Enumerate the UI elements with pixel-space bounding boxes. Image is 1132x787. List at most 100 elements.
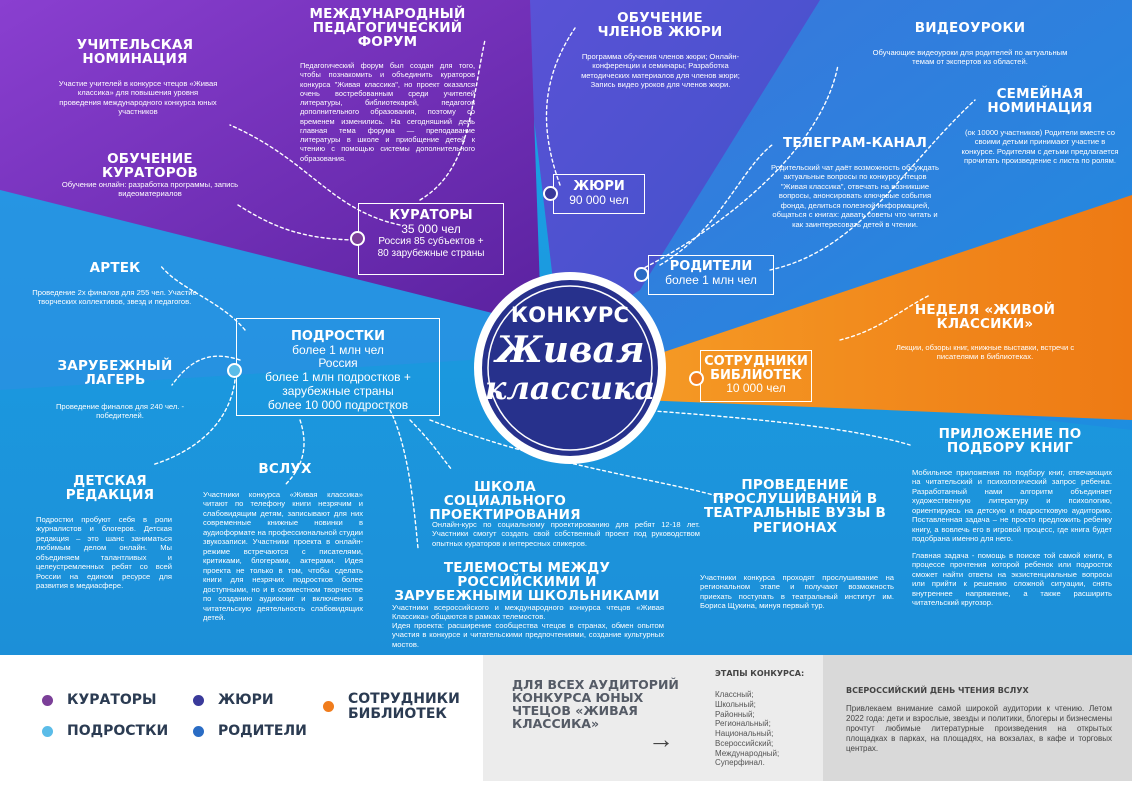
roditeli-title: РОДИТЕЛИ [669,259,753,274]
uchitelskaya-text: Участие учителей в конкурсе чтецов «Жива… [58,79,218,117]
legend-dot-zhyuri [193,694,204,706]
lager-text: Проведение финалов для 240 чел. - победи… [55,402,185,421]
vslukh-block: ВСЛУХ [250,462,320,476]
legend-item-kuratory: КУРАТОРЫ [42,693,157,708]
obuchenie-zhyuri-text: Программа обучения членов жюри; Онлайн-к… [581,52,740,90]
forum-text: Педагогический форум был создан для того… [300,61,475,163]
legend-dot-kuratory [42,694,53,706]
podrostki-line1: более 1 млн чел [292,342,384,357]
roditeli-marker [634,267,649,282]
proslushivaniya-title: ПРОВЕДЕНИЕ ПРОСЛУШИВАНИЙ В ТЕАТРАЛЬНЫЕ В… [703,477,886,536]
zhyuri-line1: 90 000 чел [569,192,629,207]
bottom-right-text: Привлекаем внимание самой широкой аудито… [846,704,1112,753]
telegram-block: ТЕЛЕГРАМ-КАНАЛ [780,136,930,150]
prilozhenie-text2: Главная задача - помощь в поиске той сам… [912,551,1112,608]
podrostki-line2: Россия [318,356,358,371]
sotrudniki-line1: 10 000 чел [726,381,786,396]
artek-block: АРТЕК [70,261,160,275]
lager-title: ЗАРУБЕЖНЫЙ ЛАГЕРЬ [57,358,173,389]
stages-list: Классный; Школьный; Районный; Региональн… [715,690,779,768]
telemosty-block: ТЕЛЕМОСТЫ МЕЖДУ РОССИЙСКИМИ И ЗАРУБЕЖНЫМ… [392,561,662,604]
segment-purple [0,0,540,315]
semeynaya-block: СЕМЕЙНАЯ НОМИНАЦИЯ [970,86,1110,117]
legend-label-roditeli: РОДИТЕЛИ [218,723,307,739]
bottom-right-title: ВСЕРОССИЙСКИЙ ДЕНЬ ЧТЕНИЯ ВСЛУХ [846,686,1029,695]
podrostki-line4: зарубежные страны [282,384,394,399]
videouroki-title: ВИДЕОУРОКИ [914,20,1026,36]
segment-orange [640,195,1132,420]
forum-title: МЕЖДУНАРОДНЫЙ ПЕДАГОГИЧЕСКИЙ ФОРУМ [309,6,466,51]
podrostki-box: ПОДРОСТКИ более 1 млн чел Россия более 1… [236,318,440,416]
zhyuri-box: ЖЮРИ 90 000 чел [553,174,645,214]
legend-item-podrostki: ПОДРОСТКИ [42,724,168,739]
shkola-block: ШКОЛА СОЦИАЛЬНОГО ПРОЕКТИРОВАНИЯ [420,480,590,523]
sotrudniki-box: СОТРУДНИКИ БИБЛИОТЕК 10 000 чел [700,350,812,402]
kuratory-line2: Россия 85 субъектов + [378,236,484,248]
semeynaya-title: СЕМЕЙНАЯ НОМИНАЦИЯ [987,86,1093,117]
lager-block: ЗАРУБЕЖНЫЙ ЛАГЕРЬ [50,358,180,389]
redaktsiya-text: Подростки пробуют себя в роли журналисто… [36,515,172,591]
segment-lightblue-left [0,190,500,390]
vslukh-text: Участники конкурса «Живая классика» чита… [203,490,363,623]
zhyuri-marker [543,186,558,201]
legend-label-kuratory: КУРАТОРЫ [67,692,157,708]
telemosty-title: ТЕЛЕМОСТЫ МЕЖДУ РОССИЙСКИМИ И ЗАРУБЕЖНЫМ… [394,560,660,605]
kuratory-line3: 80 зарубежные страны [377,247,485,259]
stage-item: Международный; [715,748,780,758]
legend-item-zhyuri: ЖЮРИ [193,693,274,708]
bottom-band [0,655,1132,787]
sotrudniki-title: СОТРУДНИКИ БИБЛИОТЕК [704,354,808,383]
legend-item-sotrudniki: СОТРУДНИКИ БИБЛИОТЕК [323,692,460,721]
stage-item: Районный; [715,709,755,719]
bottom-mid-title: ДЛЯ ВСЕХ АУДИТОРИЙ КОНКУРСА ЮНЫХ ЧТЕЦОВ … [512,677,679,732]
uchitelskaya-title: УЧИТЕЛЬСКАЯ НОМИНАЦИЯ [76,37,194,68]
telemosty-text1: Участники всероссийского и международног… [392,603,664,622]
center-script-2: классика [484,369,656,408]
segment-indigo [520,0,820,340]
redaktsiya-title: ДЕТСКАЯ РЕДАКЦИЯ [65,473,155,504]
shkola-text: Онлайн-курс по социальному проектировани… [432,520,700,548]
zhyuri-title: ЖЮРИ [573,179,625,194]
videouroki-text: Обучающие видеоуроки для родителей по ак… [872,48,1068,67]
artek-text: Проведение 2х финалов для 255 чел. Участ… [32,288,197,307]
forum-block: МЕЖДУНАРОДНЫЙ ПЕДАГОГИЧЕСКИЙ ФОРУМ [300,7,475,50]
podrostki-line3: более 1 млн подростков + [265,370,411,385]
stage-item: Классный; [715,690,754,699]
prilozhenie-text1: Мобильное приложения по подбору книг, от… [912,468,1112,544]
proslushivaniya-text: Участники конкурса проходят прослушивани… [700,573,894,611]
legend-item-roditeli: РОДИТЕЛИ [193,724,307,739]
arrow-right-icon: → [648,724,674,754]
kuratory-marker [350,231,365,246]
telegram-title: ТЕЛЕГРАМ-КАНАЛ [782,135,928,151]
obuchenie-zhyuri-title: ОБУЧЕНИЕ ЧЛЕНОВ ЖЮРИ [597,10,723,41]
stage-item: Всероссийский; [715,738,774,748]
roditeli-box: РОДИТЕЛИ более 1 млн чел [648,255,774,295]
proslushivaniya-block: ПРОВЕДЕНИЕ ПРОСЛУШИВАНИЙ В ТЕАТРАЛЬНЫЕ В… [700,478,890,535]
obuchenie-zhyuri-block: ОБУЧЕНИЕ ЧЛЕНОВ ЖЮРИ [590,10,730,41]
nedelya-block: НЕДЕЛЯ «ЖИВОЙ КЛАССИКИ» [910,302,1060,333]
shkola-title: ШКОЛА СОЦИАЛЬНОГО ПРОЕКТИРОВАНИЯ [429,479,581,524]
prilozhenie-block: ПРИЛОЖЕНИЕ ПО ПОДБОРУ КНИГ [930,426,1090,457]
uchitelskaya-block: УЧИТЕЛЬСКАЯ НОМИНАЦИЯ [60,37,210,68]
center-badge [474,272,666,464]
telemosty-text2: Идея проекта: расширение сообщества чтец… [392,621,664,649]
stage-item: Региональный; [715,719,771,729]
stage-item: Национальный; [715,729,774,738]
sotrudniki-marker [689,371,704,386]
stage-item: Школьный; [715,699,756,709]
prilozhenie-title: ПРИЛОЖЕНИЕ ПО ПОДБОРУ КНИГ [938,426,1082,457]
legend-label-sotrudniki: СОТРУДНИКИ БИБЛИОТЕК [348,691,460,722]
kuratory-title: КУРАТОРЫ [389,208,473,223]
stage-item: Суперфинал. [715,758,765,768]
legend-dot-roditeli [193,725,204,737]
semeynaya-text: (ок 10000 участников) Родители вместе со… [961,128,1119,166]
kuratory-box: КУРАТОРЫ 35 000 чел Россия 85 субъектов … [358,203,504,275]
kuratory-line1: 35 000 чел [401,221,461,236]
nedelya-title: НЕДЕЛЯ «ЖИВОЙ КЛАССИКИ» [914,302,1056,333]
stages-title: ЭТАПЫ КОНКУРСА: [715,669,805,678]
legend-label-podrostki: ПОДРОСТКИ [67,723,169,739]
podrostki-line5: более 10 000 подростков [267,397,409,412]
telegram-text: Родительский чат даёт возможность обсужд… [771,163,939,229]
legend-label-zhyuri: ЖЮРИ [218,692,274,708]
